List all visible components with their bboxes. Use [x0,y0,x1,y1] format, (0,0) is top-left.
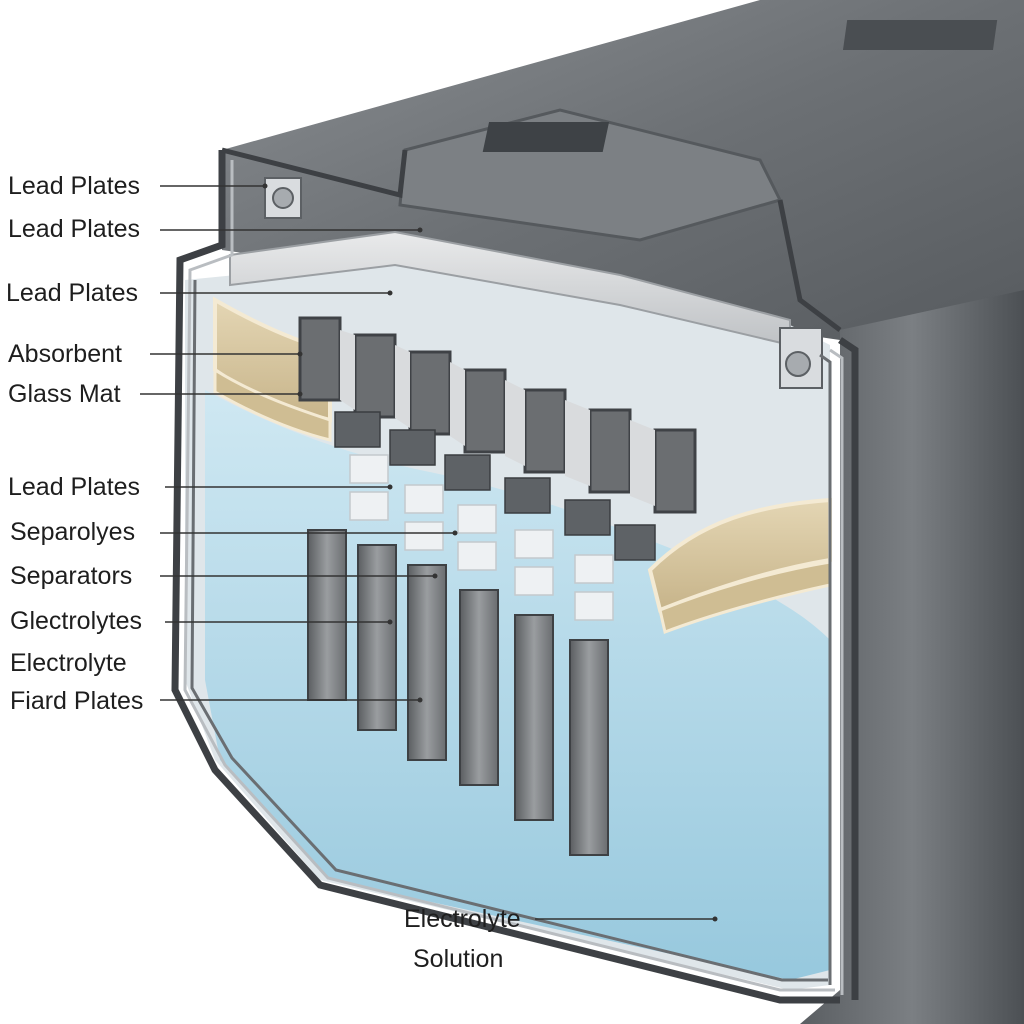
label-separolyes: Separolyes [10,518,136,546]
terminal-bolt-left [264,177,302,219]
terminal-bolt-right [779,327,823,389]
label-lead-plates-3: Lead Plates [6,279,139,307]
upper-plate-stack [298,316,697,514]
label-glass-mat: Glass Mat [8,380,121,408]
label-fiard-plates: Fiard Plates [10,687,144,715]
casing-side [800,290,1024,1024]
leader-lines [140,185,715,920]
spacer-blocks [349,454,614,621]
separator-mesh [334,411,656,561]
label-electrolyte-solution-line1: Electrolyte [404,905,521,933]
vent-opening [482,122,610,152]
label-electrolyte: Electrolyte [10,649,127,677]
casing-walls [171,147,859,1004]
top-slot [842,20,998,50]
leader-dots [262,183,718,922]
label-lead-plates-1: Lead Plates [8,172,141,200]
label-lead-plates-2: Lead Plates [8,215,141,243]
label-absorbent: Absorbent [8,340,122,368]
label-glectrolytes: Glectrolytes [10,607,142,635]
label-lead-plates-4: Lead Plates [8,473,141,501]
label-separators: Separators [10,562,133,590]
label-electrolyte-solution-line2: Solution [413,945,504,973]
